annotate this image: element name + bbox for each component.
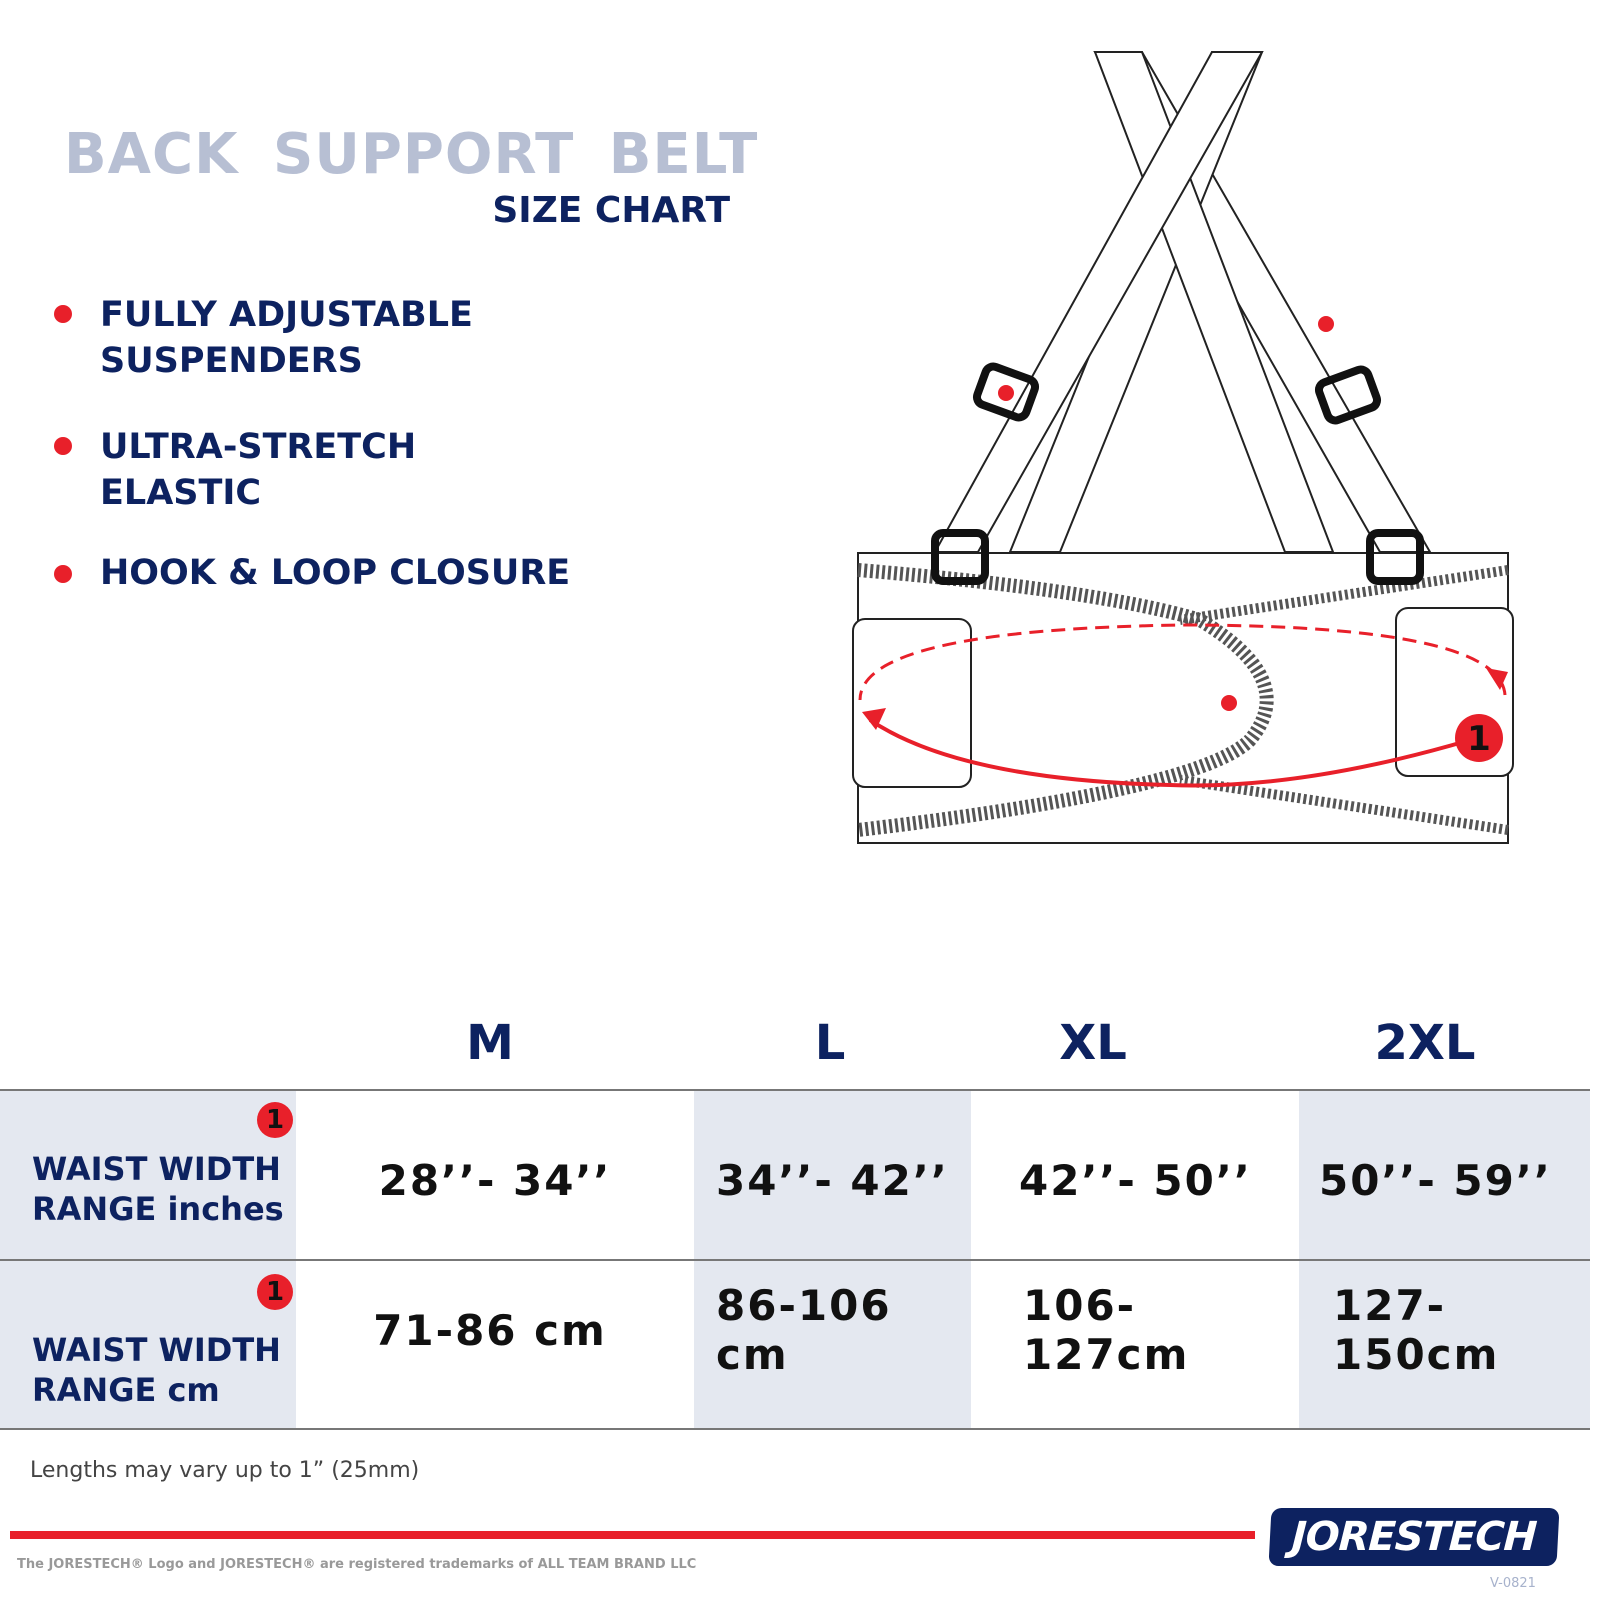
page-subtitle: SIZE CHART [492, 190, 730, 231]
trademark-text: The JORESTECH® Logo and JORESTECH® are r… [17, 1557, 697, 1572]
belt-illustration: 1 [852, 51, 1514, 844]
bullet-icon [54, 437, 72, 455]
row-label-line: RANGE cm [32, 1371, 220, 1409]
table-cell: 42’’- 50’’ [1019, 1155, 1252, 1205]
brand-logo-text: JORESTECH [1290, 1514, 1538, 1560]
marker-badge [1455, 714, 1503, 762]
divider [0, 1089, 1590, 1091]
feature-text: SUSPENDERS [100, 341, 363, 381]
divider [0, 1428, 1590, 1430]
row-label-line: RANGE inches [32, 1190, 284, 1228]
size-header-l: L [814, 1015, 846, 1071]
feature-text: ELASTIC [100, 473, 262, 513]
table-cell: 86-106 cm [716, 1281, 892, 1379]
table-cell: 50’’- 59’’ [1319, 1155, 1552, 1205]
table-cell: 34’’- 42’’ [716, 1155, 949, 1205]
belt-flap-left [852, 618, 972, 788]
row-label-line: WAIST WIDTH [32, 1150, 281, 1188]
divider [0, 1259, 1590, 1261]
size-header-xl: XL [1059, 1015, 1127, 1071]
row-label-line: WAIST WIDTH [32, 1331, 281, 1369]
feature-text: FULLY ADJUSTABLE [100, 295, 473, 335]
footer-red-line [10, 1531, 1255, 1539]
feature-item: ULTRA-STRETCH ELASTIC [100, 424, 416, 516]
table-cell: 71-86 cm [373, 1305, 607, 1355]
marker-badge: 1 [257, 1102, 293, 1138]
bullet-icon [54, 565, 72, 583]
page-title: BACK SUPPORT BELT [64, 122, 759, 187]
feature-item: FULLY ADJUSTABLE SUSPENDERS [100, 292, 473, 384]
table-cell: 106-127cm [1023, 1281, 1190, 1379]
strap-buckle [1366, 529, 1424, 585]
note-text: Lengths may vary up to 1” (25mm) [30, 1458, 420, 1483]
strap-buckle [972, 362, 1040, 422]
table-cell: 127-150cm [1333, 1281, 1500, 1379]
feature-item: HOOK & LOOP CLOSURE [100, 550, 570, 596]
feature-text: ULTRA-STRETCH [100, 427, 417, 467]
strap-buckle [1314, 365, 1382, 425]
brand-logo: JORESTECH [1268, 1508, 1560, 1566]
table-cell: 28’’- 34’’ [378, 1155, 612, 1205]
feature-text: HOOK & LOOP CLOSURE [100, 553, 571, 593]
size-header-m: M [466, 1015, 514, 1071]
marker-badge: 1 [257, 1274, 293, 1310]
size-header-2xl: 2XL [1374, 1015, 1476, 1071]
bullet-icon [54, 305, 72, 323]
marker-label: 1 [1467, 719, 1491, 759]
strap-buckle [931, 529, 989, 585]
version-label: V-0821 [1490, 1576, 1536, 1591]
